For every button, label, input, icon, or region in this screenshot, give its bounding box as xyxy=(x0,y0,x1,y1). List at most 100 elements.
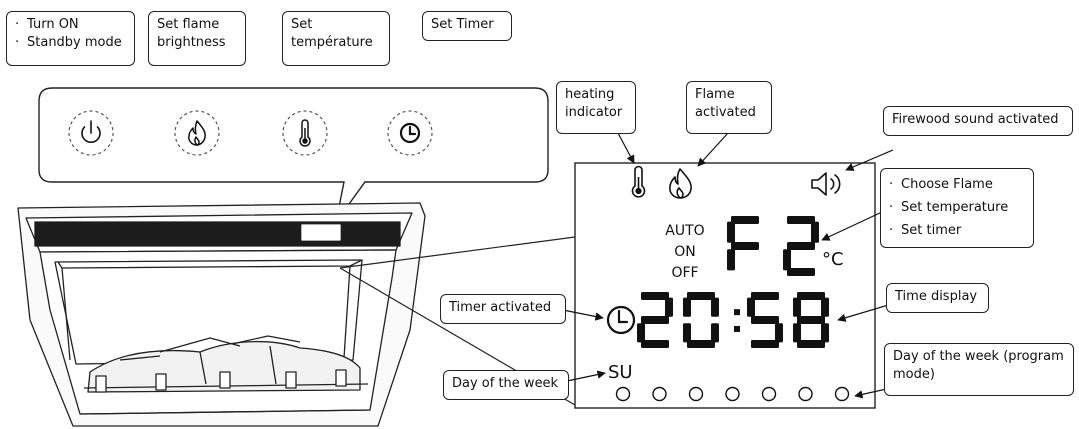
callout-timer-activated-text: Timer activated xyxy=(449,300,552,315)
digit-5-segment-a xyxy=(751,292,779,300)
timer-activated-icon xyxy=(606,305,636,335)
callout-function-3: Set timer xyxy=(901,223,962,238)
callout-temp-line-1: Set xyxy=(291,17,313,32)
callout-day-of-week: Day of the week xyxy=(443,370,569,400)
callout-functions: ·Choose Flame ·Set temperature ·Set time… xyxy=(880,168,1034,248)
digit-8-segment-f xyxy=(793,297,801,317)
callout-flame-act-line-1: Flame xyxy=(695,87,735,102)
bullet: · xyxy=(889,177,894,192)
lcd-mode-on: ON xyxy=(674,244,696,260)
callout-temperature: Set température xyxy=(282,11,390,66)
callout-function-1: Choose Flame xyxy=(901,177,993,192)
callout-heating-line-2: indicator xyxy=(565,105,623,120)
day-dot-7 xyxy=(834,386,850,402)
time-digits xyxy=(637,292,829,348)
digit-0-segment-b xyxy=(711,297,719,317)
digit-2-segment-d xyxy=(641,340,669,348)
digit-8-segment-e xyxy=(793,323,801,343)
callout-day-of-week-text: Day of the week xyxy=(452,376,559,391)
time-colon-dot-1 xyxy=(734,309,740,316)
flame-activated-icon xyxy=(669,168,692,199)
control-panel xyxy=(38,87,549,223)
day-dot-3 xyxy=(688,386,704,402)
callout-day-program-line-2: mode) xyxy=(893,367,935,382)
callout-timer-text: Set Timer xyxy=(431,17,494,32)
callout-power-line-2: Standby mode xyxy=(27,35,122,50)
heating-indicator-icon xyxy=(631,165,646,198)
lcd-day-label: SU xyxy=(608,362,633,383)
power-icon xyxy=(81,120,101,143)
clock-icon xyxy=(399,122,421,144)
digit-2-segment-g xyxy=(641,316,669,324)
callout-firewood-text: Firewood sound activated xyxy=(892,112,1059,127)
digit-0-segment-a xyxy=(687,292,715,300)
callout-power-line-1: Turn ON xyxy=(27,17,79,32)
bullet: · xyxy=(889,200,894,215)
callout-flame-line-2: brightness xyxy=(157,35,226,50)
digit-F-segment-g xyxy=(731,242,759,250)
digit-F-segment-e xyxy=(727,249,735,271)
callout-flame-line-1: Set flame xyxy=(157,17,220,32)
digit-F-segment-f xyxy=(727,221,735,243)
digit-2-segment-b xyxy=(665,297,673,317)
callout-firewood-sound: Firewood sound activated xyxy=(883,106,1073,136)
timer-button[interactable] xyxy=(387,110,433,156)
digit-5-segment-c xyxy=(775,323,783,343)
callout-day-program: Day of the week (program mode) xyxy=(884,343,1074,396)
day-dot-1 xyxy=(615,386,631,402)
flame-code-digits xyxy=(727,216,819,276)
bullet: · xyxy=(15,17,20,32)
day-dot-2 xyxy=(652,386,667,402)
lcd-display-panel xyxy=(339,162,876,409)
callout-heating-indicator: heating indicator xyxy=(556,81,636,134)
digit-5-segment-f xyxy=(747,297,755,317)
day-dot-5 xyxy=(761,386,777,402)
lcd-temperature-unit: °C xyxy=(822,249,844,270)
callout-flame-act-line-2: activated xyxy=(695,105,756,120)
temperature-button[interactable] xyxy=(282,110,328,156)
callout-function-2: Set temperature xyxy=(901,200,1009,215)
callout-flame-activated: Flame activated xyxy=(686,81,772,134)
callout-power: · Turn ON · Standby mode xyxy=(6,11,135,66)
digit-0-segment-d xyxy=(687,340,715,348)
digit-F-segment-a xyxy=(731,216,759,224)
bullet: · xyxy=(15,35,20,50)
lcd-mode-off: OFF xyxy=(671,265,699,281)
lcd-mode-auto: AUTO xyxy=(665,223,705,239)
callout-heating-line-1: heating xyxy=(565,87,615,102)
day-dot-6 xyxy=(798,386,813,402)
digit-5-segment-g xyxy=(751,316,779,324)
digit-2-segment-a xyxy=(641,292,669,300)
digit-0-segment-c xyxy=(711,323,719,343)
digit-0-segment-f xyxy=(683,297,691,317)
digit-2-segment-d xyxy=(787,268,815,276)
digit-2-segment-g xyxy=(787,242,815,250)
digit-8-segment-c xyxy=(821,323,829,343)
day-of-week-dots xyxy=(615,386,850,402)
flame-brightness-button[interactable] xyxy=(174,110,220,156)
firewood-sound-icon xyxy=(811,172,841,196)
digit-0-segment-e xyxy=(683,323,691,343)
callout-time-display-text: Time display xyxy=(895,289,978,304)
day-dot-4 xyxy=(725,386,740,402)
time-colon-dot-2 xyxy=(734,325,740,332)
power-button[interactable] xyxy=(68,110,114,156)
digit-2-segment-b xyxy=(811,221,819,243)
digit-8-segment-a xyxy=(797,292,825,300)
callout-temp-line-2: température xyxy=(291,35,373,50)
digit-8-segment-d xyxy=(797,340,825,348)
flame-icon xyxy=(188,120,206,146)
digit-2-segment-a xyxy=(787,216,815,224)
callout-day-program-line-1: Day of the week (program xyxy=(893,349,1064,364)
callout-flame-brightness: Set flame brightness xyxy=(148,11,246,66)
thermometer-icon xyxy=(299,119,311,147)
digit-2-segment-e xyxy=(637,323,645,343)
digit-5-segment-d xyxy=(751,340,779,348)
callout-timer-activated: Timer activated xyxy=(440,294,566,324)
callout-timer: Set Timer xyxy=(422,11,512,41)
lcd-mode-labels: AUTO ON OFF xyxy=(660,221,710,284)
callout-time-display: Time display xyxy=(886,283,989,313)
digit-8-segment-g xyxy=(797,316,825,324)
